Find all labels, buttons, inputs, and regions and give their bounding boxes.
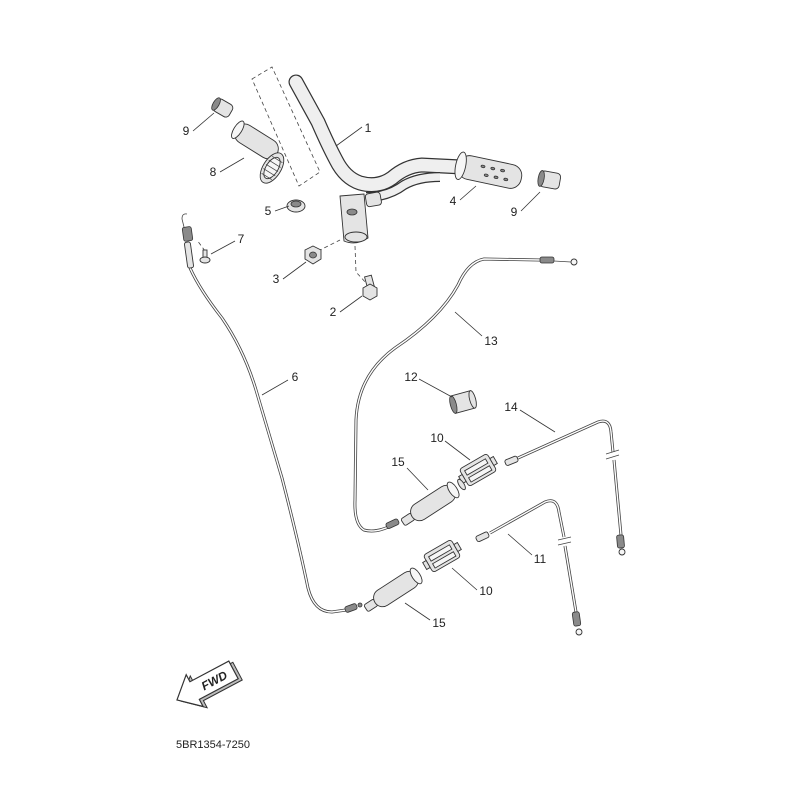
cable-joint-10-upper-part [458,453,498,487]
callout-3: 3 [273,272,280,286]
leader-13 [454,311,483,337]
leader-9-left [192,112,215,132]
callout-6: 6 [292,370,299,384]
bolt-part [362,274,378,301]
leader-14 [519,409,556,433]
callout-8: 8 [210,165,217,179]
leader-8 [219,157,245,173]
grip-assembly-dashed-outline [251,66,321,187]
leader-6 [261,379,289,396]
leader-12 [418,378,453,398]
leader-7 [210,240,236,255]
leader-10-lower [451,567,478,591]
leader-15-lower [404,602,431,621]
callout-9-right: 9 [511,205,518,219]
throttle-cable-part [181,213,363,614]
bolt-dashed-guide [354,245,368,285]
cable-cover-15-upper-part [400,478,466,526]
grommet-part [286,199,306,213]
callout-7: 7 [238,232,245,246]
cable-11-part [475,499,583,636]
callout-1: 1 [365,121,372,135]
callout-15-upper: 15 [391,455,405,469]
handlebar-part [288,74,470,202]
callout-14: 14 [504,400,518,414]
end-cap-right-part [537,170,562,190]
callout-9-left: 9 [183,124,190,138]
leader-5 [274,205,290,212]
diagram-code: 5BR1354-7250 [176,739,250,751]
callout-labels: 1 9 8 5 7 3 2 4 9 13 6 12 14 10 15 11 10… [183,121,547,630]
throttle-grip-part [231,120,285,184]
callout-10-lower: 10 [479,584,493,598]
handlebar-clamp [339,191,382,244]
screw-dashed-guide [196,239,206,252]
leader-9-right [520,191,541,212]
leader-lines [192,112,556,621]
leader-11 [507,533,533,556]
cable-14-part [504,419,626,556]
callout-15-lower: 15 [432,616,446,630]
callout-11: 11 [534,552,547,566]
leader-3 [282,261,307,280]
screw-part [199,249,211,264]
leader-2 [339,295,363,313]
end-cap-left-part [211,97,234,118]
callout-2: 2 [330,305,337,319]
sleeve-12-part [449,390,477,414]
callout-5: 5 [265,204,272,218]
nut-part [304,245,322,265]
cable-13-part [353,256,578,533]
cable-joint-10-lower-part [422,539,462,573]
cable-cover-15-lower-part [363,567,423,612]
forward-arrow-icon: FWD [176,660,243,709]
callout-12: 12 [404,370,418,384]
nut-dashed-guide [317,239,341,252]
leader-4 [459,185,477,201]
callout-10-upper: 10 [430,431,444,445]
callout-4: 4 [450,194,457,208]
callout-13: 13 [484,334,498,348]
leader-10-upper [444,440,471,461]
leader-1 [335,126,363,147]
leader-15-upper [406,467,429,491]
grip-right-part [454,151,523,189]
